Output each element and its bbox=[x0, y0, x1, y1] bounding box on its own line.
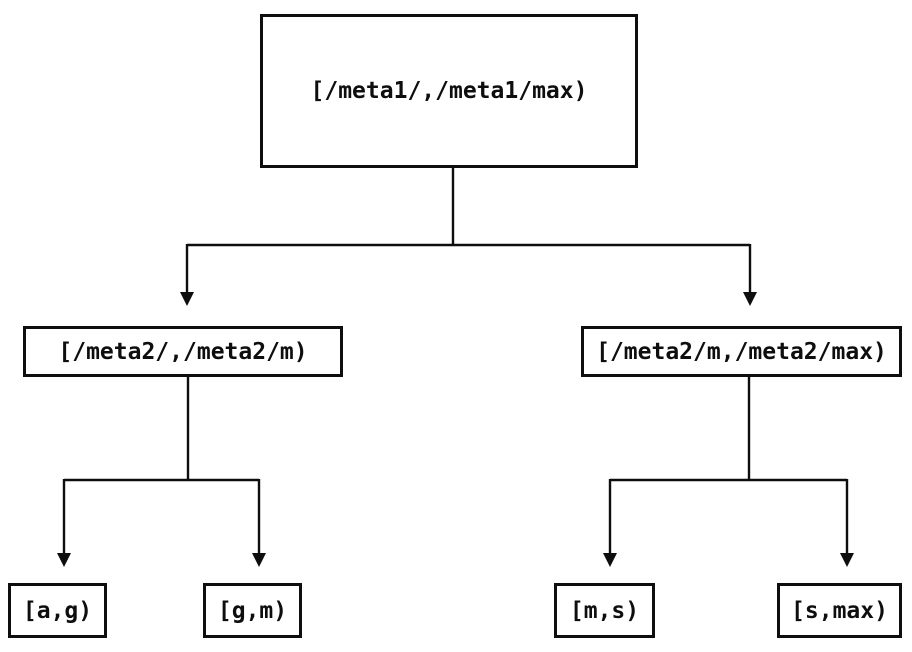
arrowhead-down-icon bbox=[840, 553, 854, 567]
node-leaf-gm: [g,m) bbox=[203, 583, 302, 638]
node-root-label: [/meta1/,/meta1/max) bbox=[310, 78, 588, 104]
arrowhead-down-icon bbox=[603, 553, 617, 567]
node-leaf-ms: [m,s) bbox=[554, 583, 655, 638]
arrowhead-down-icon bbox=[180, 292, 194, 306]
arrowhead-down-icon bbox=[743, 292, 757, 306]
node-leaf-smax-label: [s,max) bbox=[791, 597, 888, 624]
node-leaf-gm-label: [g,m) bbox=[217, 597, 288, 624]
node-meta2-high-label: [/meta2/m,/meta2/max) bbox=[596, 338, 887, 365]
node-root: [/meta1/,/meta1/max) bbox=[260, 14, 638, 168]
arrowhead-down-icon bbox=[252, 553, 266, 567]
node-leaf-ag-label: [a,g) bbox=[22, 597, 93, 624]
node-meta2-high: [/meta2/m,/meta2/max) bbox=[581, 326, 902, 377]
node-leaf-ag: [a,g) bbox=[8, 583, 107, 638]
node-leaf-smax: [s,max) bbox=[777, 583, 902, 638]
node-meta2-low-label: [/meta2/,/meta2/m) bbox=[58, 338, 308, 365]
node-meta2-low: [/meta2/,/meta2/m) bbox=[23, 326, 343, 377]
arrowhead-down-icon bbox=[57, 553, 71, 567]
node-leaf-ms-label: [m,s) bbox=[569, 597, 640, 624]
